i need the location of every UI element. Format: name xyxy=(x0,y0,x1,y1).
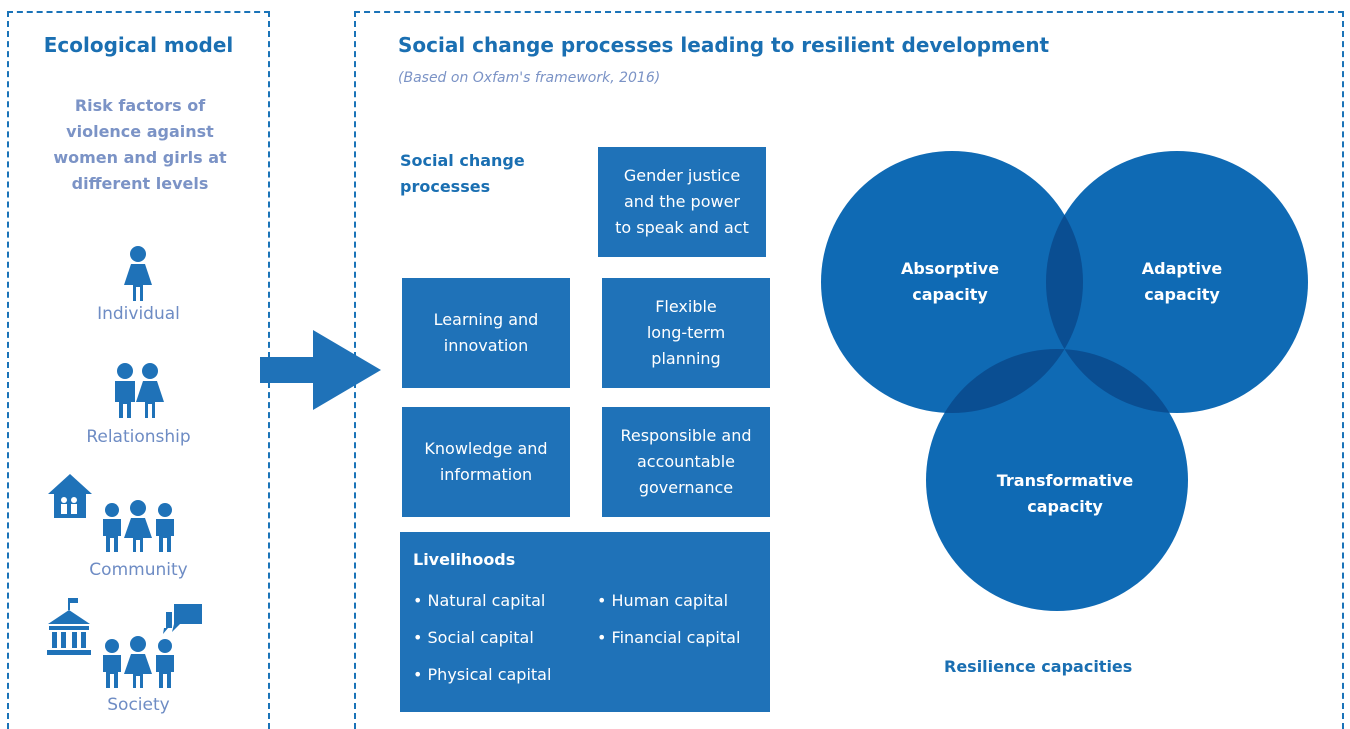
transformative-capacity-label: Transformative capacity xyxy=(996,471,1134,516)
level-label-community: Community xyxy=(89,560,188,580)
ecological-model-subtitle: Risk factors of violence against women a… xyxy=(53,96,227,193)
absorptive-capacity-label: Absorptive capacity xyxy=(900,259,1000,304)
box-flexible-planning: Flexible long-term planning xyxy=(602,278,770,388)
box-governance-text: Responsible and accountable governance xyxy=(620,426,752,497)
livelihood-item: • Human capital xyxy=(597,591,729,610)
box-governance: Responsible and accountable governance xyxy=(602,407,770,517)
box-learning-innovation-text: Learning and innovation xyxy=(433,310,539,355)
absorptive-circle xyxy=(821,151,1083,413)
transformative-circle xyxy=(926,349,1188,611)
person-icon xyxy=(124,246,152,301)
social-change-processes-heading: Social change processes xyxy=(400,151,525,196)
livelihood-item: • Social capital xyxy=(413,628,534,647)
box-learning-innovation: Learning and innovation xyxy=(402,278,570,388)
house-family-icon xyxy=(48,474,174,552)
level-label-relationship: Relationship xyxy=(86,427,191,447)
social-change-subtitle: (Based on Oxfam's framework, 2016) xyxy=(398,70,661,86)
resilience-capacities-label: Resilience capacities xyxy=(944,657,1133,676)
adaptive-capacity-label: Adaptive capacity xyxy=(1141,259,1223,304)
ecological-model-title: Ecological model xyxy=(43,33,234,57)
level-label-individual: Individual xyxy=(97,304,180,324)
livelihood-item: • Natural capital xyxy=(413,591,546,610)
box-knowledge-information-text: Knowledge and information xyxy=(424,439,548,484)
couple-icon xyxy=(115,363,164,418)
resilience-venn-diagram xyxy=(821,151,1308,611)
livelihood-item: • Physical capital xyxy=(413,665,552,684)
social-change-title: Social change processes leading to resil… xyxy=(398,33,1050,57)
box-gender-justice: Gender justice and the power to speak an… xyxy=(598,147,766,257)
box-gender-justice-text: Gender justice and the power to speak an… xyxy=(615,166,749,237)
livelihoods-box: Livelihoods • Natural capital • Human ca… xyxy=(400,532,770,712)
level-label-society: Society xyxy=(107,695,170,715)
livelihoods-title: Livelihoods xyxy=(413,550,516,569)
box-flexible-planning-text: Flexible long-term planning xyxy=(646,297,726,368)
livelihood-item: • Financial capital xyxy=(597,628,741,647)
arrow-right-icon xyxy=(260,330,381,410)
box-knowledge-information: Knowledge and information xyxy=(402,407,570,517)
government-building-icon xyxy=(47,598,202,688)
adaptive-circle xyxy=(1046,151,1308,413)
